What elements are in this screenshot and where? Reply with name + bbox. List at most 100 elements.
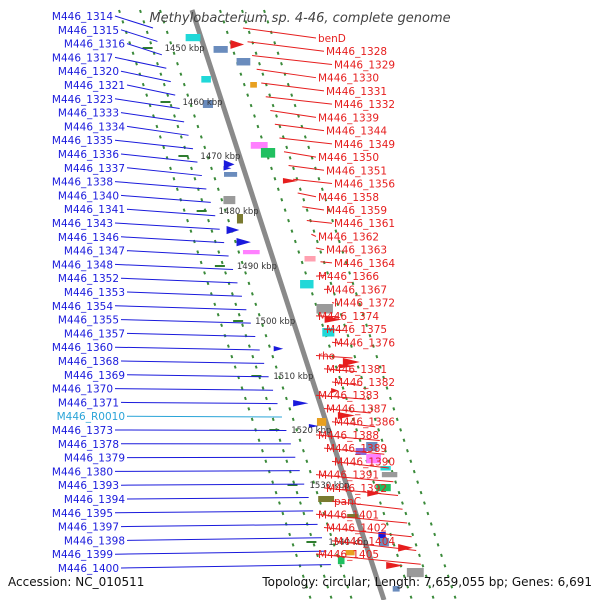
label-connector <box>126 537 323 541</box>
label-connector <box>315 355 353 359</box>
label-connector <box>114 305 247 311</box>
label-connector <box>323 407 371 414</box>
gene-label-right: M446_1390 <box>334 456 395 468</box>
gene-block <box>250 82 257 88</box>
gene-label-right: M446_1344 <box>326 126 387 138</box>
kbp-label: 1500 kbp <box>255 317 295 327</box>
label-connector <box>283 151 317 158</box>
gene-label-right: M446_1392 <box>326 483 387 495</box>
gene-label-left: M446_1315 <box>58 25 119 37</box>
label-connector <box>114 550 327 555</box>
gene-arrow <box>282 178 299 184</box>
gene-label-right: M446_1329 <box>334 59 395 71</box>
gene-block <box>378 538 389 547</box>
gene-label-right: M446_1359 <box>326 205 387 217</box>
gene-label-left: M446_1394 <box>64 494 125 506</box>
gene-block <box>236 58 251 66</box>
label-connector <box>315 394 367 400</box>
gene-label-right: M446_1364 <box>334 258 395 270</box>
gene-label-right: M446_1328 <box>326 46 387 58</box>
label-connector <box>247 41 325 52</box>
gene-label-left: M446_1340 <box>58 190 119 202</box>
label-connector <box>126 125 189 136</box>
gene-block <box>337 556 345 565</box>
gene-label-left: M446_1321 <box>64 80 125 92</box>
label-connector <box>120 523 318 528</box>
gene-label-left: M446_1398 <box>64 535 125 547</box>
gene-block <box>213 46 228 53</box>
gene-block <box>304 256 316 262</box>
gene-label-right: M446_1391 <box>318 470 379 482</box>
gene-label-right: M446_1374 <box>318 311 379 323</box>
label-connector <box>331 381 362 386</box>
gene-arrow <box>236 238 251 247</box>
label-connector <box>114 139 194 150</box>
label-connector <box>331 341 348 345</box>
label-connector <box>120 70 171 83</box>
gene-block <box>223 196 236 205</box>
label-connector <box>114 222 220 230</box>
gene-block <box>201 76 211 83</box>
kbp-label: 1470 kbp <box>200 152 240 162</box>
gene-label-left: M446_1334 <box>64 121 125 133</box>
gene-label-right: M446_1389 <box>326 443 387 455</box>
gene-label-left: M446_1335 <box>52 135 113 147</box>
gene-label-right: M446_1402 <box>326 523 387 535</box>
label-connector <box>270 110 317 118</box>
gene-block <box>260 148 276 158</box>
label-connector <box>126 84 176 96</box>
gene-block <box>322 328 335 337</box>
label-connector <box>252 55 333 65</box>
gene-label-left: M446_1338 <box>52 177 113 189</box>
gene-label-left: M446_1320 <box>58 66 119 78</box>
label-connector <box>323 447 385 455</box>
gene-block <box>224 172 238 177</box>
kbp-label: 1520 kbp <box>291 426 331 436</box>
kbp-label: 1490 kbp <box>237 262 277 272</box>
gene-label-right: M446_1382 <box>334 377 395 389</box>
label-connector <box>297 192 317 198</box>
gene-label-left: M446_1336 <box>58 149 119 161</box>
gene-label-right: M446_1350 <box>318 152 379 164</box>
gene-block <box>236 214 244 224</box>
gene-label-left: M446_1393 <box>58 480 119 492</box>
gene-label-left: M446_1333 <box>58 108 119 120</box>
label-connector <box>126 43 163 56</box>
gene-label-right: M446_1366 <box>318 271 379 283</box>
gene-block <box>300 280 314 289</box>
gene-label-right: M446_1339 <box>318 112 379 124</box>
gene-block <box>316 304 333 314</box>
label-connector <box>120 29 158 42</box>
gene-block <box>345 550 355 556</box>
gene-arrow <box>308 424 319 429</box>
label-connector <box>274 123 325 132</box>
label-connector <box>315 247 325 251</box>
genome-backbone-line <box>189 9 387 600</box>
gene-label-left: M446_1368 <box>58 356 119 368</box>
gene-label-left: M446_1371 <box>58 397 119 409</box>
gene-label-left: M446_1357 <box>64 328 125 340</box>
label-connector <box>126 208 216 217</box>
gene-label-right: M446_1401 <box>318 509 379 521</box>
gene-label-left: M446_1352 <box>58 273 119 285</box>
label-connector <box>126 415 282 418</box>
label-connector <box>323 527 412 538</box>
gene-arrow <box>293 400 309 407</box>
label-connector <box>320 261 333 264</box>
kbp-label: 1480 kbp <box>219 207 259 217</box>
gene-label-left: M446_1353 <box>64 287 125 299</box>
label-connector <box>126 374 269 378</box>
label-connector <box>114 510 314 514</box>
gene-block <box>376 484 391 492</box>
gene-arrow <box>273 346 284 352</box>
label-connector <box>120 564 331 569</box>
gene-arrow <box>324 316 342 323</box>
gene-arrow <box>337 412 355 420</box>
gene-label-left: M446_1347 <box>64 246 125 258</box>
label-connector <box>120 236 225 244</box>
kbp-label: 1460 kbp <box>183 98 223 108</box>
gene-label-left: M446_1323 <box>52 94 113 106</box>
gene-label-left: M446_1355 <box>58 315 119 327</box>
label-connector <box>315 275 326 277</box>
label-connector <box>256 68 317 79</box>
